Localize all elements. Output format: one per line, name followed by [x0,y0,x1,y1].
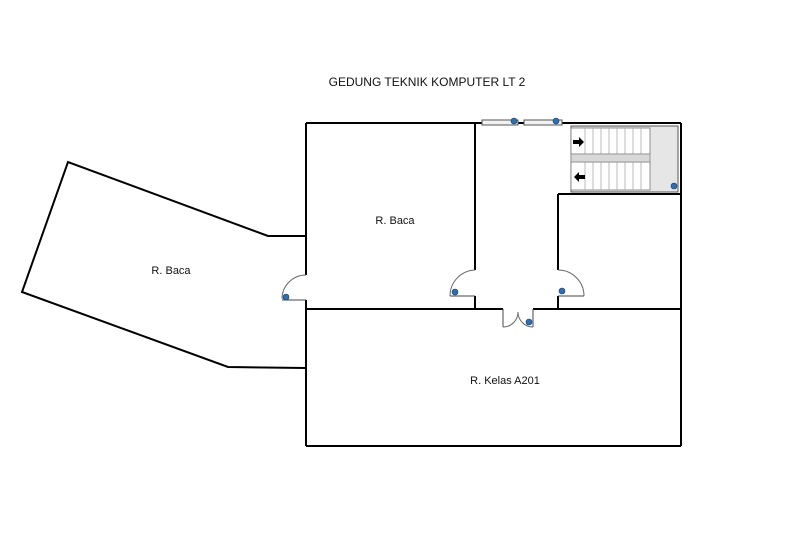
main-building-walls [305,122,682,447]
door-sensor-icon [525,318,533,326]
window-1 [481,119,519,126]
stair-sensor-icon [670,182,678,190]
classroom-label: R. Kelas A201 [470,375,540,387]
center-reading-room-label: R. Baca [375,215,415,227]
left-reading-room-label: R. Baca [151,265,191,277]
left-reading-room-walls [20,160,307,369]
window-2 [523,119,563,126]
right-small-room-walls [557,193,681,309]
door-sensor-icon [451,288,459,296]
door-sensor-icon [282,293,290,301]
arrow-icon [574,172,585,182]
door-sensor-icon [558,287,566,295]
door-left-reading[interactable] [281,274,307,301]
plan-title: GEDUNG TEKNIK KOMPUTER LT 2 [329,75,526,89]
window-sensor-icon [552,117,560,125]
door-center-reading[interactable] [449,269,476,297]
staircase [570,125,679,193]
arrow-icon [573,137,584,147]
door-right-room[interactable] [557,269,585,297]
door-classroom-double[interactable] [502,309,534,328]
window-sensor-icon [510,117,518,125]
